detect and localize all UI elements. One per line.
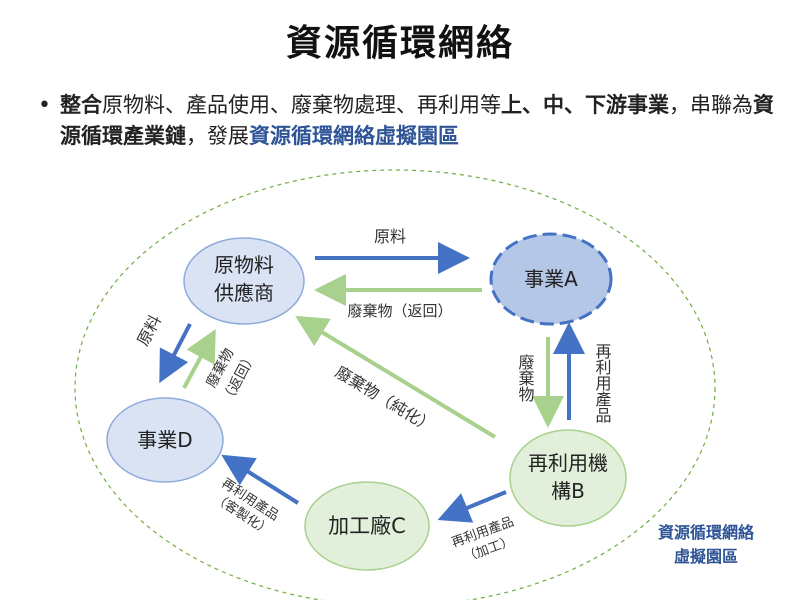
arrow-reuse-b-to-c xyxy=(437,490,507,523)
edge-label-waste-a-to-b: 廢棄物 xyxy=(516,353,535,403)
node-factory-c xyxy=(304,481,430,571)
virtual-park-boundary xyxy=(74,169,716,600)
node-company-d-label: 事業D xyxy=(137,428,192,452)
node-factory-c-label: 加工廠C xyxy=(328,514,406,538)
bullet-seg-scope: 原物料、產品使用、廢棄物處理、再利用等 xyxy=(102,93,501,117)
edge-label-purified-waste: 廢棄物（純化） xyxy=(332,362,438,436)
arrow-custom-c-to-d xyxy=(221,454,300,505)
bullet-paragraph: • 整合原物料、產品使用、廢棄物處理、再利用等上、中、下游事業，串聯為資源循環產… xyxy=(38,90,778,152)
bullet-text: 整合原物料、產品使用、廢棄物處理、再利用等上、中、下游事業，串聯為資源循環產業鏈… xyxy=(60,90,778,152)
bullet-seg-chain: 資源循環產業鏈 xyxy=(60,93,774,148)
node-supplier-label-1: 原物料 xyxy=(214,253,274,277)
node-company-a-label: 事業A xyxy=(524,267,578,291)
bullet-seg-develop: ，發展 xyxy=(186,124,249,148)
node-institution-b xyxy=(509,429,627,527)
edge-label-reuse-b-to-a: 再利用產品 xyxy=(593,343,612,423)
zone-label-line1: 資源循環網絡 xyxy=(658,523,755,542)
bullet-seg-integrate: 整合 xyxy=(60,93,102,117)
bullet-marker: • xyxy=(38,93,51,118)
node-institution-b-label-1: 再利用機 xyxy=(528,451,608,475)
node-supplier-label-2: 供應商 xyxy=(214,281,274,305)
edge-label-waste-return-to-supplier: 廢棄物（返回） xyxy=(347,302,452,320)
bullet-seg-streams: 上、中、下游事業 xyxy=(501,93,669,117)
bullet-seg-virtual-park: 資源循環網絡虛擬園區 xyxy=(249,124,459,148)
arrow-waste-return-d-to-supplier xyxy=(182,328,216,389)
node-supplier xyxy=(183,237,305,325)
arrow-raw-to-d xyxy=(159,323,192,384)
page-title: 資源循環網絡 xyxy=(285,23,514,64)
bullet-seg-connect: ，串聯為 xyxy=(669,93,753,117)
edge-label-raw-to-d: 原料 xyxy=(133,312,165,349)
zone-label-line2: 虛擬園區 xyxy=(674,547,738,566)
node-institution-b-label-2: 構B xyxy=(551,479,585,503)
arrow-purified-waste-to-supplier xyxy=(295,315,497,439)
edge-label-raw-to-a: 原料 xyxy=(374,227,406,246)
node-company-a xyxy=(489,232,613,326)
node-company-d xyxy=(106,397,224,483)
